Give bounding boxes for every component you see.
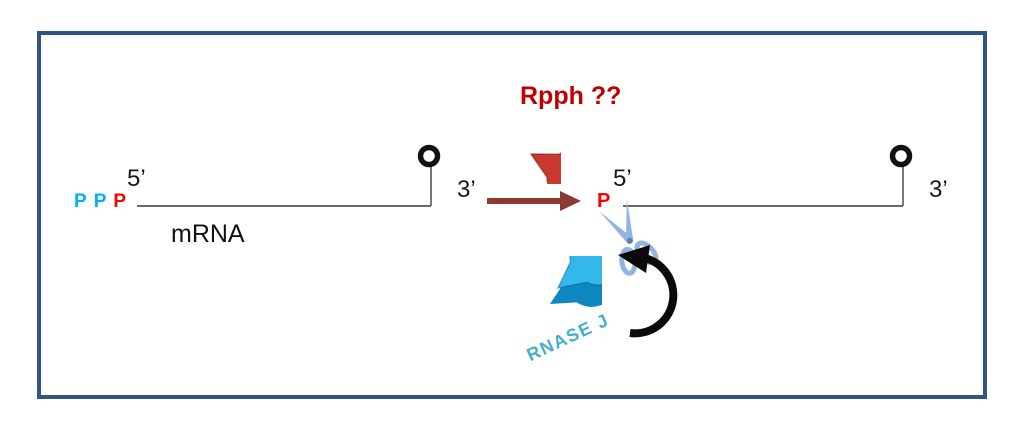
three-prime-label-right: 3’	[929, 176, 948, 203]
hairpin-loop-icon	[889, 144, 913, 206]
phosphate-3: P	[113, 191, 127, 212]
red-pacman-icon	[529, 148, 561, 184]
hairpin-loop-icon	[417, 144, 441, 206]
five-prime-label-left: 5’	[127, 165, 146, 192]
blue-pacman-icon	[550, 256, 602, 307]
rpph-enzyme-label: Rpph ??	[520, 82, 622, 110]
monophosphate: P	[597, 190, 611, 212]
five-prime-label-right: 5’	[613, 165, 632, 192]
mrna-strand-left	[137, 205, 431, 207]
three-prime-label-left: 3’	[457, 176, 476, 203]
phosphate-2: P	[93, 191, 107, 212]
phosphate-1: P	[74, 191, 87, 212]
figure-frame	[37, 31, 987, 399]
right-arrow-icon	[487, 191, 581, 211]
mrna-label: mRNA	[171, 220, 245, 248]
mrna-strand-right	[623, 205, 903, 207]
curved-arrow-icon	[618, 245, 678, 338]
